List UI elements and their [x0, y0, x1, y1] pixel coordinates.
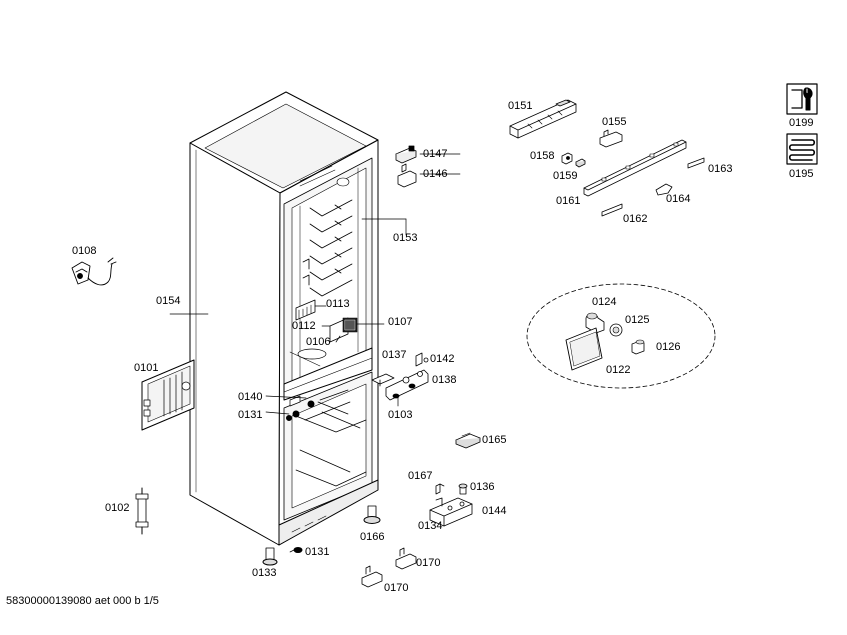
part-label-0147[interactable]: 0147: [423, 148, 448, 160]
part-label-0164[interactable]: 0164: [666, 193, 691, 205]
part-label-0137[interactable]: 0137: [382, 349, 407, 361]
part-label-0161[interactable]: 0161: [556, 195, 581, 207]
part-label-0134[interactable]: 0134: [418, 520, 443, 532]
part-label-0165[interactable]: 0165: [482, 434, 507, 446]
cabinet-body: [189, 91, 379, 546]
part-label-0107[interactable]: 0107: [388, 316, 413, 328]
part-label-0146[interactable]: 0146: [423, 168, 448, 180]
part-label-0126[interactable]: 0126: [656, 341, 681, 353]
heater-coil-icon: [786, 133, 818, 165]
part-label-0106[interactable]: 0106: [306, 336, 331, 348]
document-footer-code: 58300000139080 aet 000 b 1/5: [6, 595, 159, 607]
part-label-0108[interactable]: 0108: [72, 245, 97, 257]
part-label-0155[interactable]: 0155: [602, 116, 627, 128]
part-label-0170-upper[interactable]: 0170: [416, 557, 441, 569]
part-label-0159[interactable]: 0159: [553, 170, 578, 182]
part-label-0166[interactable]: 0166: [360, 531, 385, 543]
part-0102-tube: [135, 487, 149, 535]
part-label-0102[interactable]: 0102: [105, 502, 130, 514]
top-right-parts: [395, 99, 705, 217]
part-label-0103[interactable]: 0103: [388, 409, 413, 421]
part-label-0138[interactable]: 0138: [432, 374, 457, 386]
part-label-0142[interactable]: 0142: [430, 353, 455, 365]
part-label-0154[interactable]: 0154: [156, 295, 181, 307]
part-label-0167[interactable]: 0167: [408, 470, 433, 482]
part-0108-cord: [71, 257, 117, 286]
part-label-0158[interactable]: 0158: [530, 150, 555, 162]
part-label-0122[interactable]: 0122: [606, 364, 631, 376]
part-label-0151[interactable]: 0151: [508, 100, 533, 112]
part-label-0131-lower[interactable]: 0131: [305, 546, 330, 558]
hinge-parts: [361, 352, 481, 588]
part-label-0112[interactable]: 0112: [292, 320, 316, 332]
part-0101-panel: [141, 359, 195, 431]
feet: [262, 505, 381, 566]
part-label-0131-upper[interactable]: 0131: [238, 409, 263, 421]
part-label-0125[interactable]: 0125: [625, 314, 650, 326]
part-label-0195[interactable]: 0195: [789, 168, 814, 180]
part-label-0140[interactable]: 0140: [238, 391, 263, 403]
part-label-0144[interactable]: 0144: [482, 505, 507, 517]
part-label-0124[interactable]: 0124: [592, 296, 617, 308]
detail-ellipse: [526, 283, 716, 389]
part-label-0162[interactable]: 0162: [623, 213, 648, 225]
part-label-0133[interactable]: 0133: [252, 567, 277, 579]
control-parts: [286, 299, 358, 421]
part-label-0199[interactable]: 0199: [789, 117, 814, 129]
wrench-icon: [786, 83, 818, 115]
part-label-0101[interactable]: 0101: [134, 362, 159, 374]
part-label-0153[interactable]: 0153: [393, 232, 418, 244]
part-label-0163[interactable]: 0163: [708, 163, 733, 175]
part-label-0136[interactable]: 0136: [470, 481, 495, 493]
part-label-0113[interactable]: 0113: [326, 298, 350, 310]
part-label-0170-lower[interactable]: 0170: [384, 582, 409, 594]
